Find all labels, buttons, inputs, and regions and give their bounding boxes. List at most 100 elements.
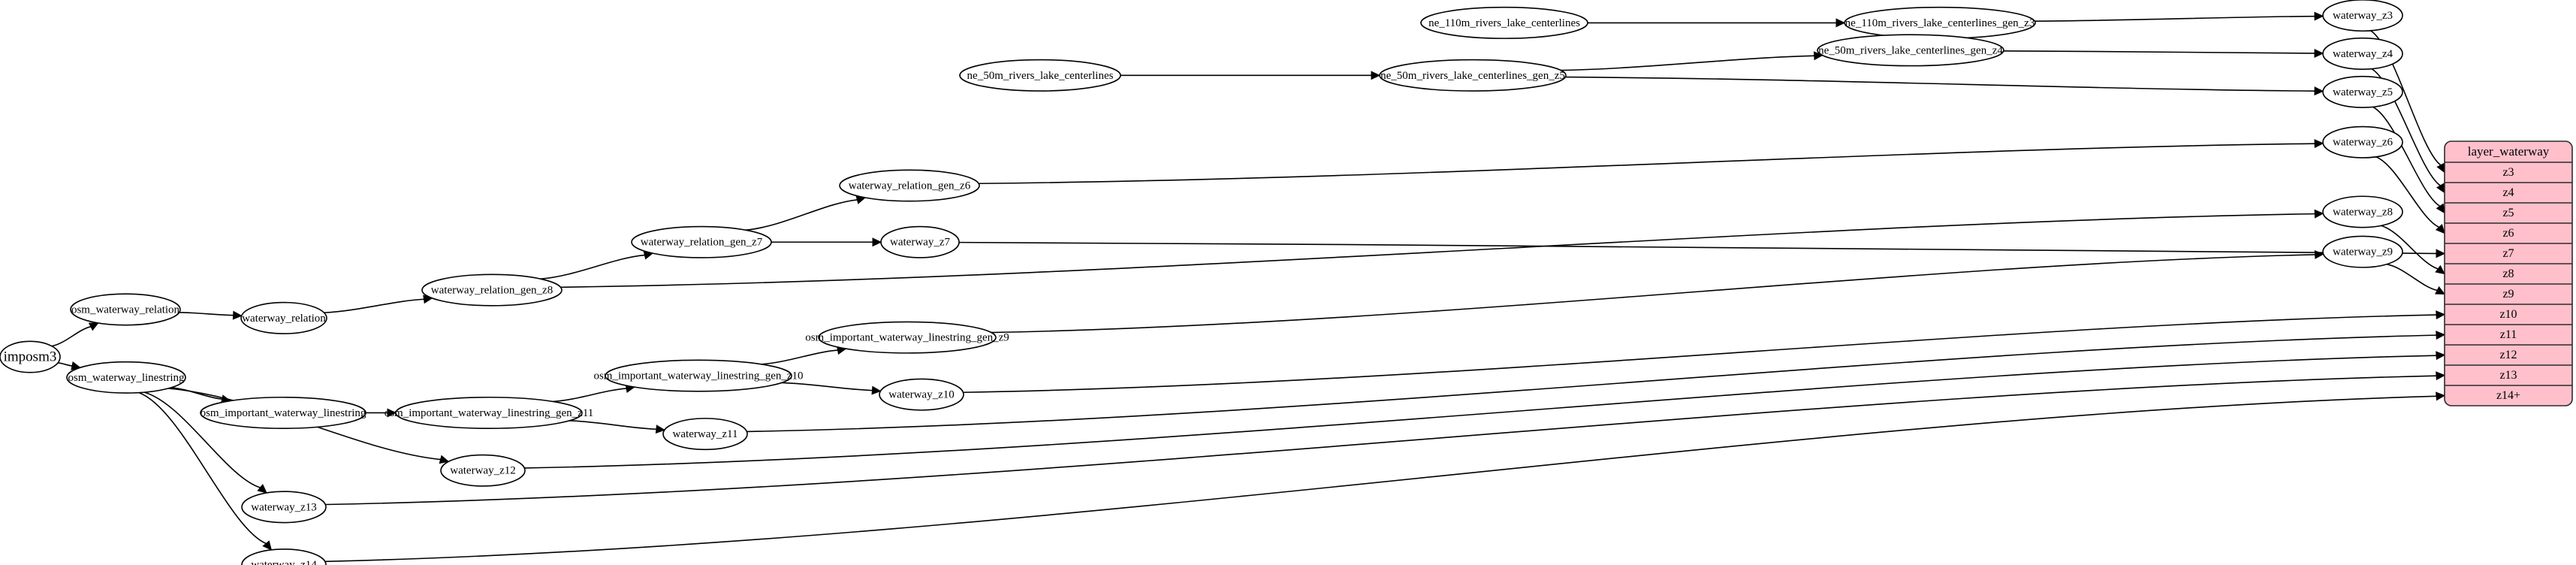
node-waterway_z3[interactable]: waterway_z3	[2322, 0, 2403, 32]
record-title: layer_waterway	[2468, 144, 2550, 159]
edge-line	[2371, 68, 2441, 186]
record-node-layer-waterway[interactable]: layer_waterway z3 z4 z5 z6 z7 z8 z9 z10 z11 z12 z13…	[2444, 140, 2573, 406]
edge-arrowhead	[2435, 223, 2445, 234]
node-label: ne_50m_rivers_lake_centerlines_gen_z4	[1818, 44, 2003, 56]
record-row-z5[interactable]: z5	[2502, 207, 2514, 219]
edge-line	[747, 334, 2437, 433]
node-label: waterway_z6	[2333, 137, 2393, 149]
edge-ne_50m_rivers_lake_centerlines_gen_z5-to-waterway_z5	[1565, 76, 2324, 96]
node-waterway_z9[interactable]: waterway_z9	[2322, 235, 2403, 268]
node-osm_important_waterway_linestring[interactable]: osm_important_waterway_linestring	[200, 396, 366, 430]
edge-arrowhead	[2436, 371, 2446, 381]
node-waterway_z11[interactable]: waterway_z11	[662, 418, 748, 451]
edge-arrowhead	[2436, 162, 2445, 174]
record-row-z8[interactable]: z8	[2502, 267, 2514, 280]
node-ne_110m_rivers_lake_centerlines_gen_z3[interactable]: ne_110m_rivers_lake_centerlines_gen_z3	[1844, 6, 2036, 39]
node-label: ne_110m_rivers_lake_centerlines_gen_z3	[1845, 17, 2035, 29]
node-waterway_z12[interactable]: waterway_z12	[440, 454, 526, 487]
node-ne_110m_rivers_lake_centerlines[interactable]: ne_110m_rivers_lake_centerlines	[1420, 6, 1588, 39]
node-osm_waterway_linestring[interactable]: osm_waterway_linestring	[66, 361, 186, 394]
edge-waterway_relation_gen_z8-to-waterway_z8	[560, 209, 2324, 289]
edge-waterway_z5-to-layer_waterway:z5	[2372, 106, 2445, 214]
record-row-z4[interactable]: z4	[2502, 186, 2514, 199]
edge-arrowhead	[1835, 18, 1846, 28]
node-waterway_z14[interactable]: waterway_z14	[241, 548, 327, 565]
edge-arrowhead	[439, 455, 450, 464]
node-osm_important_waterway_linestring_gen_z11[interactable]: osm_important_waterway_linestring_gen_z1…	[385, 396, 594, 430]
edge-waterway_relation-to-waterway_relation_gen_z8	[324, 295, 433, 313]
node-waterway_z13[interactable]: waterway_z13	[241, 491, 327, 524]
node-osm_waterway_relation[interactable]: osm_waterway_relation	[70, 293, 181, 326]
node-waterway_z8[interactable]: waterway_z8	[2322, 195, 2403, 228]
node-waterway_relation[interactable]: waterway_relation	[240, 301, 327, 334]
edge-osm_important_waterway_linestring_gen_z9-to-waterway_z9	[991, 249, 2324, 334]
node-label: waterway_z11	[673, 428, 738, 440]
node-ne_50m_rivers_lake_centerlines_gen_z4[interactable]: ne_50m_rivers_lake_centerlines_gen_z4	[1817, 34, 2004, 67]
edge-arrowhead	[871, 385, 882, 395]
node-label: waterway_z4	[2333, 48, 2393, 60]
edge-arrowhead	[2436, 183, 2445, 194]
node-shape	[2322, 37, 2403, 70]
record-row-z10[interactable]: z10	[2499, 308, 2517, 321]
record-row-z14+[interactable]: z14+	[2496, 389, 2520, 402]
edge-line	[170, 387, 222, 400]
node-waterway_z10[interactable]: waterway_z10	[879, 378, 964, 411]
node-shape	[421, 273, 563, 307]
record-row-z11[interactable]: z11	[2500, 328, 2517, 341]
node-label: waterway_z9	[2333, 246, 2393, 258]
edge-line	[1561, 55, 1814, 71]
edge-line	[2381, 225, 2439, 270]
edge-waterway_z6-to-layer_waterway:z6	[2375, 156, 2445, 234]
edge-arrowhead	[2314, 209, 2324, 219]
record-row-z3[interactable]: z3	[2502, 166, 2514, 179]
edge-osm_important_waterway_linestring_gen_z10-to-osm_important_waterway_linestring_gen_z9	[761, 346, 847, 365]
node-shape	[839, 169, 980, 202]
record-row-z9[interactable]: z9	[2502, 288, 2514, 301]
node-imposm3[interactable]: imposm3	[0, 340, 61, 373]
node-shape	[241, 491, 327, 524]
edge-line	[553, 388, 627, 403]
record-row-z6[interactable]: z6	[2502, 227, 2514, 240]
node-label: waterway_z8	[2333, 206, 2393, 218]
node-waterway_z7[interactable]: waterway_z7	[880, 225, 960, 258]
node-ne_50m_rivers_lake_centerlines_gen_z5[interactable]: ne_50m_rivers_lake_centerlines_gen_z5	[1379, 59, 1567, 92]
node-label: waterway_z13	[251, 501, 316, 513]
edge-ne_50m_rivers_lake_centerlines-to-ne_50m_rivers_lake_centerlines_gen_z5	[1121, 71, 1381, 80]
node-waterway_z6[interactable]: waterway_z6	[2322, 125, 2403, 159]
edge-waterway_relation_gen_z8-to-waterway_relation_gen_z7	[540, 250, 654, 280]
node-waterway_relation_gen_z7[interactable]: waterway_relation_gen_z7	[631, 225, 772, 258]
record-row-z7[interactable]: z7	[2502, 247, 2514, 260]
record-row-z13[interactable]: z13	[2499, 369, 2517, 382]
edge-arrowhead	[2314, 139, 2324, 149]
node-label: imposm3	[4, 349, 57, 364]
node-label: waterway_relation_gen_z7	[641, 237, 763, 249]
edge-arrowhead	[88, 322, 99, 331]
edge-ne_50m_rivers_lake_centerlines_gen_z4-to-waterway_z4	[2003, 48, 2324, 58]
node-waterway_relation_gen_z6[interactable]: waterway_relation_gen_z6	[839, 169, 980, 202]
node-label: waterway_z5	[2333, 86, 2393, 98]
node-osm_important_waterway_linestring_gen_z10[interactable]: osm_important_waterway_linestring_gen_z1…	[593, 359, 804, 392]
node-shape	[240, 301, 327, 334]
node-shape	[0, 340, 61, 373]
node-shape	[66, 361, 186, 394]
node-label: waterway_z14	[251, 559, 317, 565]
node-ne_50m_rivers_lake_centerlines[interactable]: ne_50m_rivers_lake_centerlines	[959, 59, 1121, 92]
node-shape	[200, 396, 366, 430]
node-waterway_relation_gen_z8[interactable]: waterway_relation_gen_z8	[421, 273, 563, 307]
record-row-z12[interactable]: z12	[2499, 349, 2517, 361]
node-shape	[2322, 0, 2403, 32]
node-osm_important_waterway_linestring_gen_z9[interactable]: osm_important_waterway_linestring_gen_z9	[805, 321, 1009, 354]
node-shape	[70, 293, 181, 326]
node-waterway_z4[interactable]: waterway_z4	[2322, 37, 2403, 70]
edge-line	[979, 143, 2315, 185]
node-label: waterway_z10	[888, 389, 954, 401]
node-label: waterway_relation_gen_z6	[849, 180, 971, 192]
node-label: osm_important_waterway_linestring_gen_z1…	[593, 370, 803, 382]
edge-arrowhead	[2436, 351, 2446, 361]
edge-arrowhead	[2314, 86, 2324, 96]
node-label: waterway_z3	[2333, 10, 2393, 22]
node-waterway_z5[interactable]: waterway_z5	[2322, 75, 2403, 108]
edge-arrowhead	[2435, 264, 2445, 275]
edge-ne_110m_rivers_lake_centerlines_gen_z3-to-waterway_z3	[2035, 11, 2324, 22]
